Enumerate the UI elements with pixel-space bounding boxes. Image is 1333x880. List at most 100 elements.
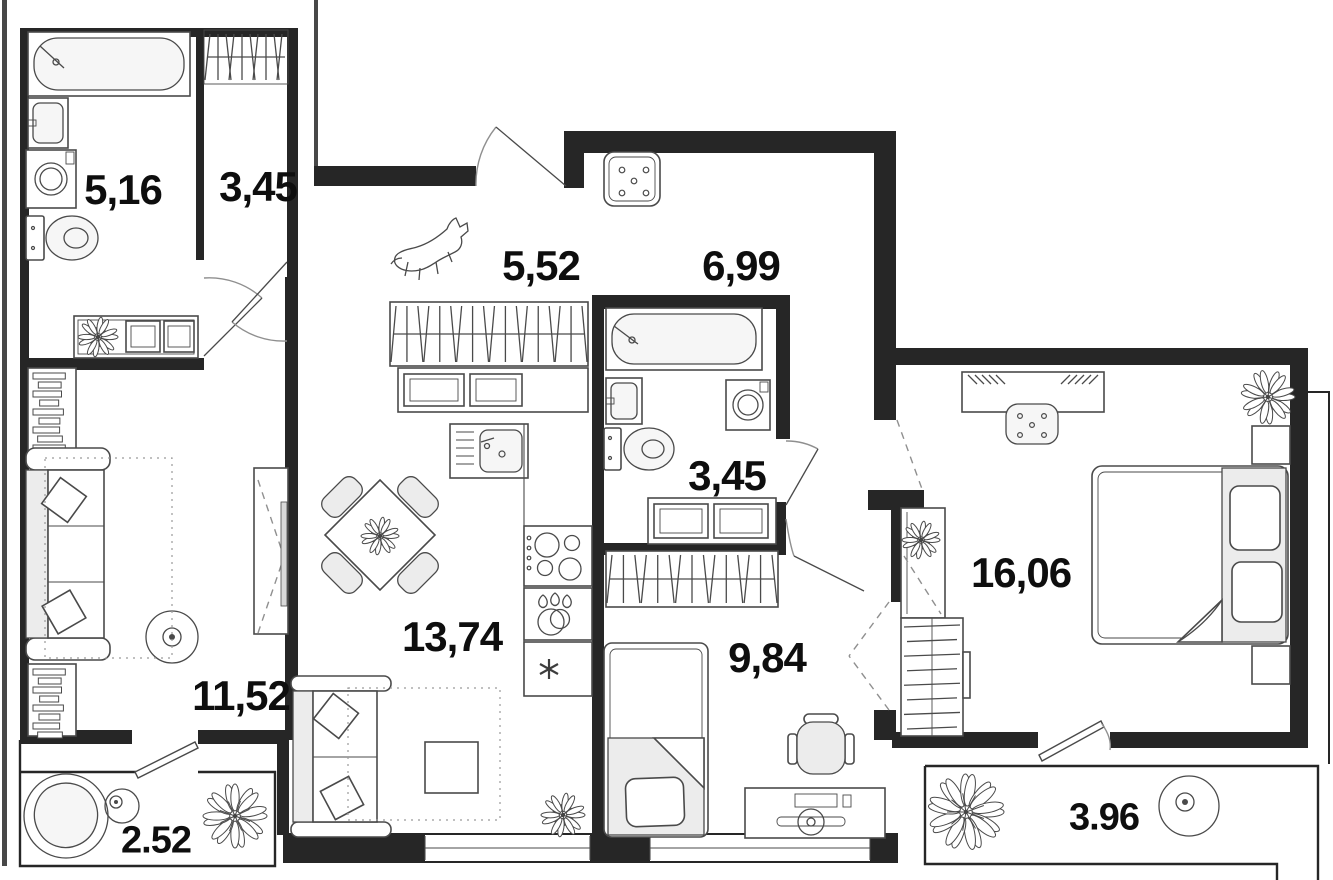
- room-label-balcony-left: 2.52: [121, 819, 192, 862]
- bedroom-opening-dashed: [848, 419, 923, 711]
- room-label-living-room: 11,52: [192, 672, 291, 719]
- pillow-icon: [40, 476, 88, 524]
- bathroom-cabinet-icon: [647, 497, 777, 545]
- books-icon: [32, 668, 66, 739]
- bathroom-main: [25, 31, 199, 359]
- keyboard-icon: [794, 793, 838, 808]
- pillow-icon: [319, 775, 365, 821]
- desk: [744, 787, 886, 839]
- plant-icon: [901, 520, 941, 560]
- sideboard: [397, 367, 589, 413]
- room-label-closet: 3,45: [219, 163, 298, 210]
- books-icon: [32, 372, 66, 452]
- drawer-chest: [900, 617, 971, 737]
- bookshelf-bottom: [27, 663, 77, 739]
- hangers-icon: [606, 554, 778, 604]
- bathroom-second-door: [785, 440, 819, 506]
- nightstand-icon: [1251, 645, 1291, 685]
- pouf-icon: [145, 610, 199, 664]
- pillow-icon: [312, 692, 360, 740]
- coat-wardrobe: [389, 301, 589, 367]
- pillow-icon: [624, 776, 686, 828]
- kitchen-sofa: [290, 675, 392, 838]
- shelf-unit: [900, 507, 946, 619]
- kitchen-sink-icon: [449, 423, 529, 479]
- tv-icon: [280, 501, 288, 607]
- walls: [2, 0, 1308, 866]
- corridor: [603, 151, 661, 207]
- hangers-icon: [204, 33, 285, 81]
- kids-room: [603, 550, 886, 839]
- entrance-door: [475, 126, 567, 187]
- plant-icon: [360, 516, 400, 556]
- fridge-icon: [523, 641, 593, 697]
- shaft-wall: [314, 0, 318, 170]
- electrical-panel-icon: [603, 151, 661, 207]
- kids-room-door: [785, 518, 865, 592]
- double-bed-icon: [1091, 465, 1289, 645]
- bathroom-second: [603, 307, 777, 545]
- bedroom: [900, 370, 1296, 737]
- balcony-right: [927, 773, 1220, 850]
- pillow-icon: [41, 589, 87, 635]
- washing-machine-icon: [725, 379, 771, 431]
- plant-icon: [202, 783, 268, 849]
- round-chair-icon: [23, 773, 109, 859]
- tv-console: [253, 467, 289, 635]
- side-table-icon: [104, 788, 140, 824]
- room-label-kitchen-dining: 13,74: [401, 613, 503, 660]
- plant-icon: [77, 316, 119, 358]
- closet-door: [231, 261, 288, 342]
- toilet-icon: [603, 427, 675, 471]
- coffee-table-icon: [424, 741, 479, 794]
- kitchen-dining: [290, 301, 593, 838]
- rug-outline: [44, 457, 173, 659]
- room-label-bathroom-second: 3,45: [688, 452, 767, 499]
- living-room: [25, 367, 289, 739]
- bookshelf-top: [27, 367, 77, 457]
- mouse-icon: [842, 794, 852, 808]
- chair-icon: [321, 552, 363, 594]
- balcony-left-outline: [18, 740, 277, 868]
- balcony-left: [23, 773, 268, 859]
- plant-icon: [927, 773, 1005, 850]
- stool-icon: [1005, 403, 1059, 445]
- closet: [203, 29, 289, 85]
- pillow-icon: [1231, 561, 1283, 623]
- sink-icon: [605, 377, 643, 425]
- bathroom-main-door: [203, 277, 263, 357]
- exterior-edge-left: [2, 0, 7, 866]
- room-label-bathroom-main: 5,16: [84, 166, 163, 213]
- washing-machine-icon: [25, 149, 77, 209]
- desk-chair-icon: [787, 713, 855, 775]
- bathtub-icon: [605, 307, 763, 371]
- chair-icon: [397, 476, 439, 518]
- room-label-hallway: 5,52: [502, 242, 581, 289]
- rug-outline: [347, 687, 501, 821]
- sofa: [25, 447, 111, 661]
- single-bed-icon: [603, 642, 709, 838]
- toilet-icon: [25, 215, 99, 261]
- balcony-right-outline: [923, 764, 1320, 880]
- wardrobe: [605, 550, 779, 608]
- exterior-edge-right: [1308, 391, 1330, 764]
- living-balcony-door: [134, 741, 199, 779]
- dishwasher-icon: [523, 587, 593, 641]
- hallway: [390, 217, 469, 281]
- room-label-kids-room: 9,84: [728, 634, 807, 681]
- bathtub-icon: [27, 31, 191, 97]
- pillow-icon: [1229, 485, 1281, 551]
- chair-icon: [397, 552, 439, 594]
- sink-icon: [27, 97, 69, 149]
- wardrobe-rail: [203, 29, 289, 85]
- bedroom-balcony-door: [1038, 720, 1112, 762]
- room-label-balcony-right: 3.96: [1069, 796, 1140, 839]
- plant-icon: [1240, 370, 1296, 425]
- chair-icon: [321, 476, 363, 518]
- room-label-corridor: 6,99: [702, 242, 781, 289]
- round-table-icon: [1158, 775, 1220, 837]
- dining-set: [321, 476, 439, 594]
- plant-icon: [540, 792, 586, 838]
